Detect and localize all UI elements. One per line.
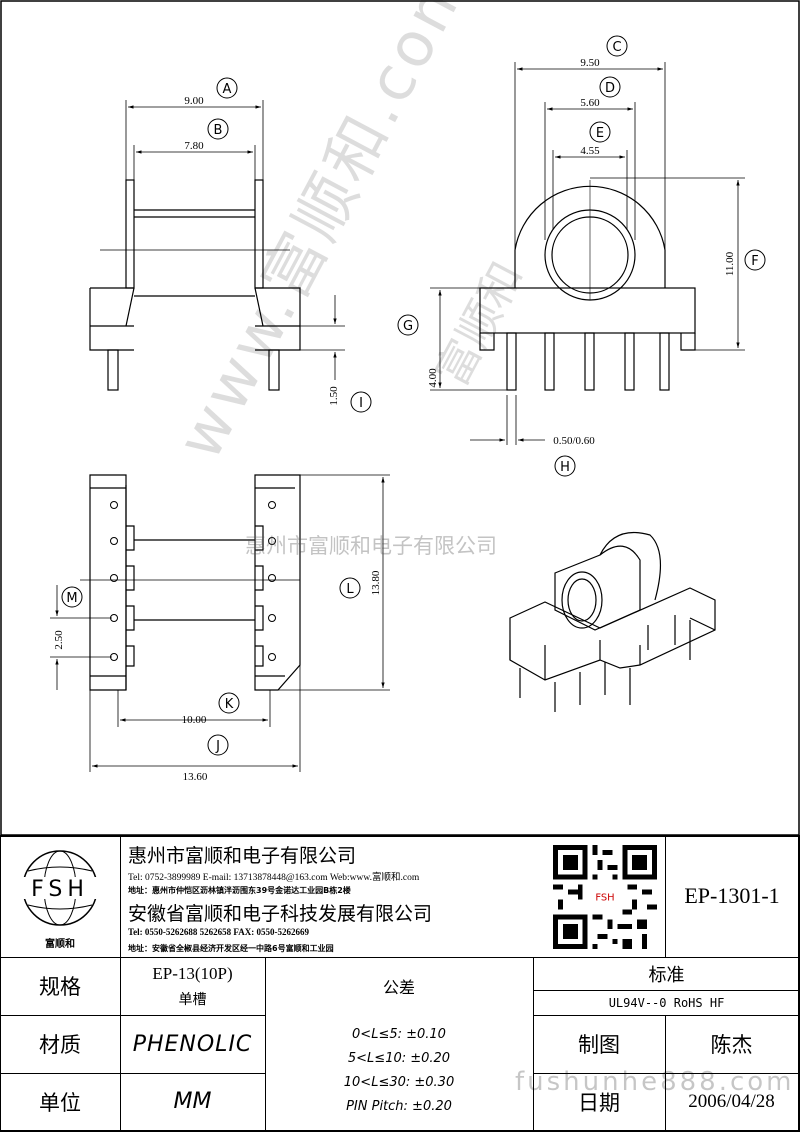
bottom-view <box>80 474 301 691</box>
standard-label: 标准 <box>648 964 685 986</box>
svg-text:A: A <box>223 82 232 97</box>
spec-subvalue: 单槽 <box>178 992 207 1008</box>
dim-A-value: 9.00 <box>184 95 204 107</box>
svg-text:H: H <box>560 460 570 475</box>
svg-text:I: I <box>359 396 363 411</box>
dim-L-value: 13.80 <box>370 570 382 595</box>
tolerance-item: 10<L≤30: ±0.30 <box>343 1075 455 1090</box>
company-contact-2: Tel: 0550-5262688 5262658 FAX: 0550-5262… <box>128 927 309 937</box>
standard-value: UL94V--0 RoHS HF <box>608 995 725 1010</box>
tolerance-item: PIN Pitch: ±0.20 <box>346 1099 452 1114</box>
title-block: FSH 富顺和 惠州市富顺和电子有限公司 Tel: 0752-3899989 E… <box>0 835 800 1132</box>
svg-text:C: C <box>612 40 621 55</box>
svg-text:G: G <box>403 319 413 334</box>
svg-text:F: F <box>751 254 758 269</box>
spec-value: EP-13(10P) <box>152 964 233 983</box>
date-value: 2006/04/28 <box>688 1090 775 1112</box>
svg-text:E: E <box>596 126 604 141</box>
qr-center-logo: FSH <box>595 892 614 903</box>
dim-C-value: 9.50 <box>580 57 600 69</box>
company-contact-1: Tel: 0752-3899989 E-mail: 13713878448@16… <box>128 873 420 883</box>
watermark-center-text: 惠州市富顺和电子有限公司 <box>245 534 497 558</box>
tolerance-item: 0<L≤5: ±0.10 <box>352 1027 446 1042</box>
tolerance-label: 公差 <box>382 978 415 997</box>
front-view <box>89 179 301 391</box>
company-name-2: 安徽省富顺和电子科技发展有限公司 <box>128 903 433 925</box>
company-name-1: 惠州市富顺和电子有限公司 <box>128 845 357 867</box>
spec-label: 规格 <box>39 975 81 999</box>
watermark-site: fushunhe888.com <box>515 1067 795 1097</box>
dim-J-value: 13.60 <box>183 771 208 783</box>
dim-B-value: 7.80 <box>184 140 204 152</box>
company-address-1: 地址：惠州市仲恺区沥林镇泮沥围东39号金诺达工业园B栋2楼 <box>128 886 351 895</box>
unit-value: MM <box>173 1089 212 1114</box>
side-view <box>479 180 696 391</box>
drawing-number: EP-1301-1 <box>684 883 780 908</box>
svg-text:D: D <box>605 81 615 96</box>
isometric-view <box>509 531 716 712</box>
svg-text:J: J <box>215 739 220 754</box>
dim-H-value: 0.50/0.60 <box>553 435 595 447</box>
drawn-by-label: 制图 <box>578 1033 620 1057</box>
svg-text:L: L <box>346 582 354 597</box>
company-address-2: 地址：安徽省全椒县经济开发区经一中路6号富顺和工业园 <box>128 944 334 953</box>
material-label: 材质 <box>39 1033 81 1057</box>
dim-D-value: 5.60 <box>580 97 600 109</box>
svg-text:B: B <box>214 123 223 138</box>
date-label: 日期 <box>578 1090 620 1115</box>
logo-text: FSH <box>31 877 89 902</box>
tolerance-item: 5<L≤10: ±0.20 <box>347 1051 451 1066</box>
technical-drawing: AB CD EF GH IJ KL M 9.00 7.80 9.50 5.60 … <box>0 0 800 835</box>
dim-G-value: 4.00 <box>427 368 439 388</box>
dim-M-value: 2.50 <box>53 630 65 650</box>
dim-F-value: 11.00 <box>724 251 736 276</box>
svg-text:M: M <box>66 591 77 606</box>
unit-label: 单位 <box>39 1090 81 1115</box>
tolerance-list: 0<L≤5: ±0.10 5<L≤10: ±0.20 10<L≤30: ±0.3… <box>265 1023 533 1119</box>
qr-code[interactable]: FSH <box>553 845 657 949</box>
company-logo: FSH 富顺和 <box>20 850 100 950</box>
dim-I-value: 1.50 <box>328 386 340 406</box>
logo-caption: 富顺和 <box>45 937 75 950</box>
dim-K-value: 10.00 <box>182 714 207 726</box>
material-value: PHENOLIC <box>132 1031 253 1057</box>
svg-text:K: K <box>225 697 234 712</box>
drawn-by-value: 陈杰 <box>710 1033 753 1057</box>
dim-E-value: 4.55 <box>580 145 600 157</box>
